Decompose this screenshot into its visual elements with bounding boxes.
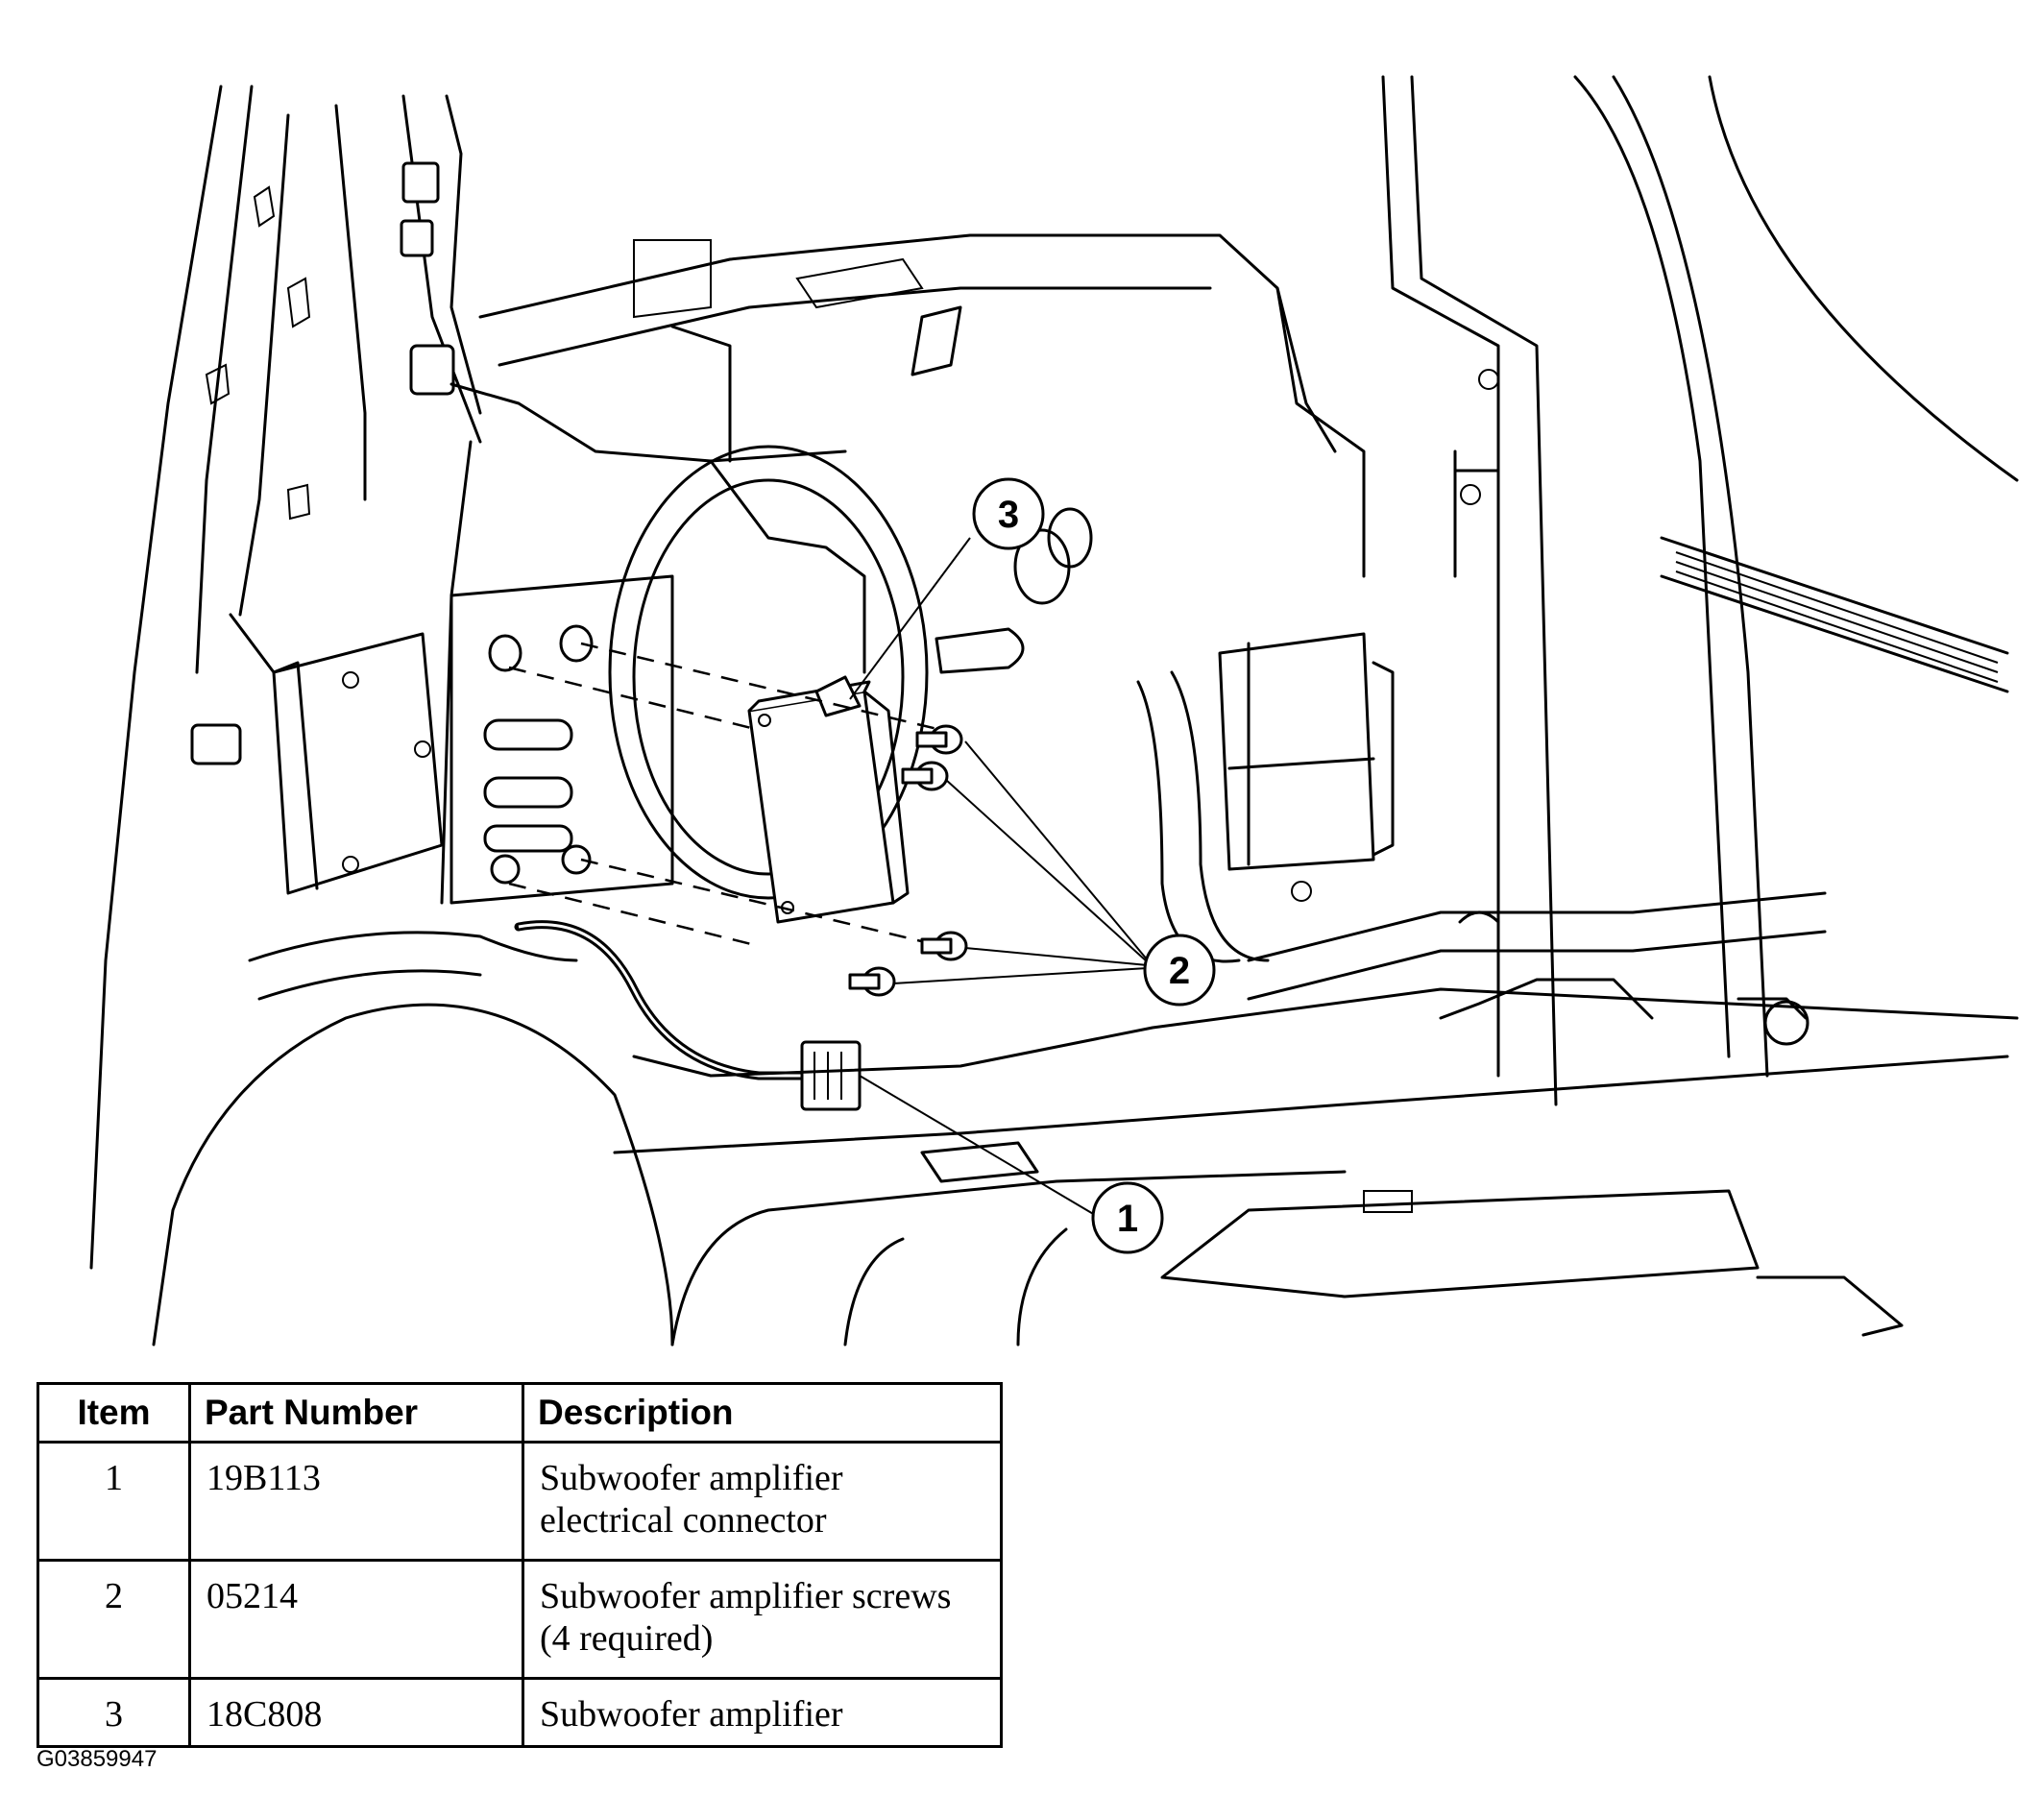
amplifier-connector-wiring [514, 920, 862, 1111]
table-row: 3 18C808 Subwoofer amplifier [36, 1677, 1003, 1748]
callout-1: 1 [1091, 1181, 1164, 1254]
subwoofer-speaker-ring [608, 445, 929, 900]
row-part-number: 19B113 [188, 1441, 524, 1562]
floor-and-harness [152, 891, 2019, 1347]
callout-2: 2 [1143, 934, 1216, 1007]
row-description: Subwoofer amplifier electrical connector [522, 1441, 1003, 1562]
header-item: Item [36, 1382, 191, 1444]
right-electronic-module [1136, 632, 1395, 963]
parts-table: Item Part Number Description 1 19B113 Su… [36, 1382, 1003, 1748]
header-part-number: Part Number [188, 1382, 524, 1444]
subwoofer-amplifier-illustration: 3 2 1 [89, 75, 2019, 1347]
amplifier-screws [848, 724, 968, 997]
right-door-opening [1381, 75, 2019, 1106]
callout-3: 3 [972, 477, 1045, 550]
row-item: 2 [36, 1559, 191, 1680]
row-description: Subwoofer amplifier screws (4 required) [522, 1559, 1003, 1680]
callout-leaders [849, 537, 1149, 1216]
row-item: 1 [36, 1441, 191, 1562]
row-part-number: 05214 [188, 1559, 524, 1680]
table-row: 2 05214 Subwoofer amplifier screws (4 re… [36, 1559, 1003, 1680]
table-row: 1 19B113 Subwoofer amplifier electrical … [36, 1441, 1003, 1562]
callout-2-label: 2 [1169, 950, 1190, 992]
row-description: Subwoofer amplifier [522, 1677, 1003, 1748]
alignment-lines [508, 642, 942, 948]
header-description: Description [522, 1382, 1003, 1444]
callout-1-label: 1 [1117, 1198, 1138, 1240]
subwoofer-amplifier-part [747, 675, 910, 924]
row-item: 3 [36, 1677, 191, 1748]
table-header-row: Item Part Number Description [36, 1382, 1003, 1444]
row-part-number: 18C808 [188, 1677, 524, 1748]
callout-3-label: 3 [998, 494, 1019, 536]
figure-code: G03859947 [36, 1746, 158, 1772]
left-pillar-trim [89, 85, 482, 1270]
left-mounting-panel [449, 574, 674, 905]
left-electronic-module [190, 613, 444, 895]
